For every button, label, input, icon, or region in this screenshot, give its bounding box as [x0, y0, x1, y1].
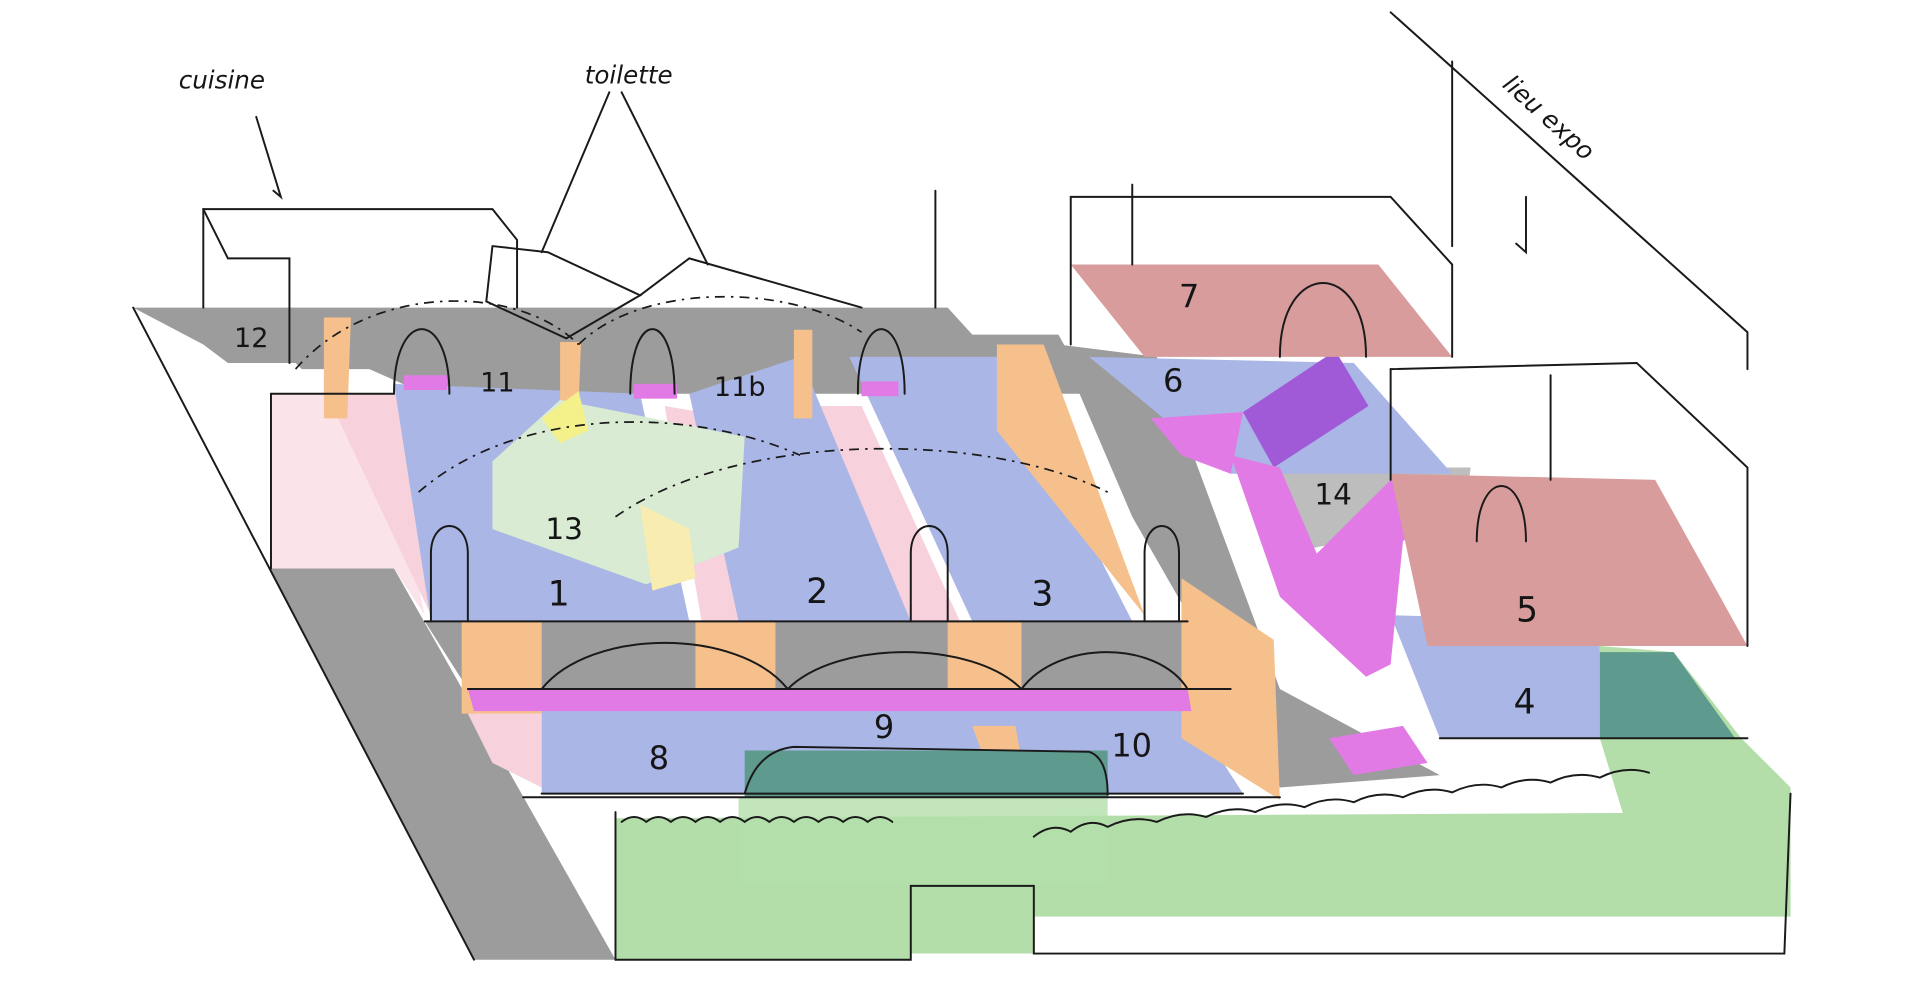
vault-3 [849, 356, 1133, 622]
orange-wall [996, 344, 1145, 616]
magenta-arch [403, 375, 447, 391]
room-7-red [1070, 264, 1453, 357]
pink-strip-front [467, 713, 542, 788]
room-label-4: 4 [1514, 683, 1536, 723]
yellow-patch [640, 504, 696, 591]
room-label-11: 11 [480, 367, 514, 398]
room-label-13: 13 [545, 512, 583, 546]
ramp-6 [1242, 350, 1369, 468]
room-label-14: 14 [1314, 477, 1352, 511]
room-label-11b: 11b [714, 372, 766, 403]
hedge-teal-right [1599, 652, 1736, 739]
corridor-back [133, 307, 1084, 394]
room-label-12: 12 [234, 323, 268, 354]
stairs-lower [1329, 725, 1428, 776]
room-label-9: 9 [874, 708, 894, 746]
room-label-1: 1 [548, 574, 570, 614]
annotation-lieu-expo: lieu expo [1497, 69, 1600, 166]
room-4-blue [1390, 615, 1600, 739]
corridor-right [1058, 344, 1440, 788]
ramp-6-light [1150, 412, 1243, 474]
room-label-2: 2 [806, 572, 828, 612]
hedge-teal [744, 750, 1108, 798]
magenta-arch [633, 383, 678, 399]
room-label-6: 6 [1163, 361, 1183, 399]
hedge-green [738, 797, 1108, 886]
orange-wall [560, 342, 582, 407]
orange-wall [793, 329, 813, 419]
magenta-arch [861, 381, 899, 397]
orange-wall [947, 621, 1022, 690]
room-label-3: 3 [1031, 574, 1053, 614]
vault-2 [689, 356, 911, 622]
room-label-10: 10 [1111, 727, 1152, 765]
room-label-5: 5 [1516, 590, 1538, 630]
room-label-8: 8 [649, 739, 669, 777]
room-label-7: 7 [1179, 278, 1199, 316]
annotation-toilette: toilette [585, 61, 673, 90]
room-5-red [1390, 473, 1748, 646]
corridor-middle [424, 621, 1231, 690]
annotation-cuisine: cuisine [179, 66, 265, 95]
sketch-lines [132, 11, 1792, 961]
magenta-band [467, 689, 1192, 712]
corridor-left [268, 568, 616, 960]
